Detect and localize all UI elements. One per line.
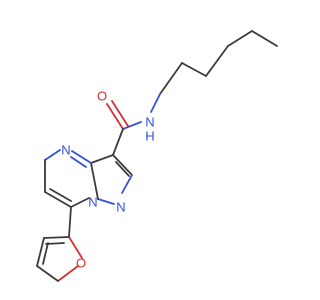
molecule-diagram: O N H N N N O [36, 30, 278, 282]
bridgehead-nitrogen-label: N [88, 195, 97, 210]
pyrimidine-ring [44, 149, 92, 208]
furan-oxygen-label: O [76, 256, 86, 271]
amide-nitrogen-label: N [145, 115, 154, 130]
amide-hydrogen-label: H [145, 129, 154, 144]
hexyl-chain [150, 30, 278, 113]
amide-oxygen-label: O [97, 89, 107, 104]
pyrazole-nitrogen-label: N [116, 200, 125, 215]
furan-ring [36, 206, 83, 282]
pyrimidine-nitrogen-label: N [61, 143, 70, 158]
amide-group [106, 100, 142, 156]
pyrazole-ring [90, 154, 133, 205]
structure-drawing: O N H N N N O [36, 30, 278, 282]
